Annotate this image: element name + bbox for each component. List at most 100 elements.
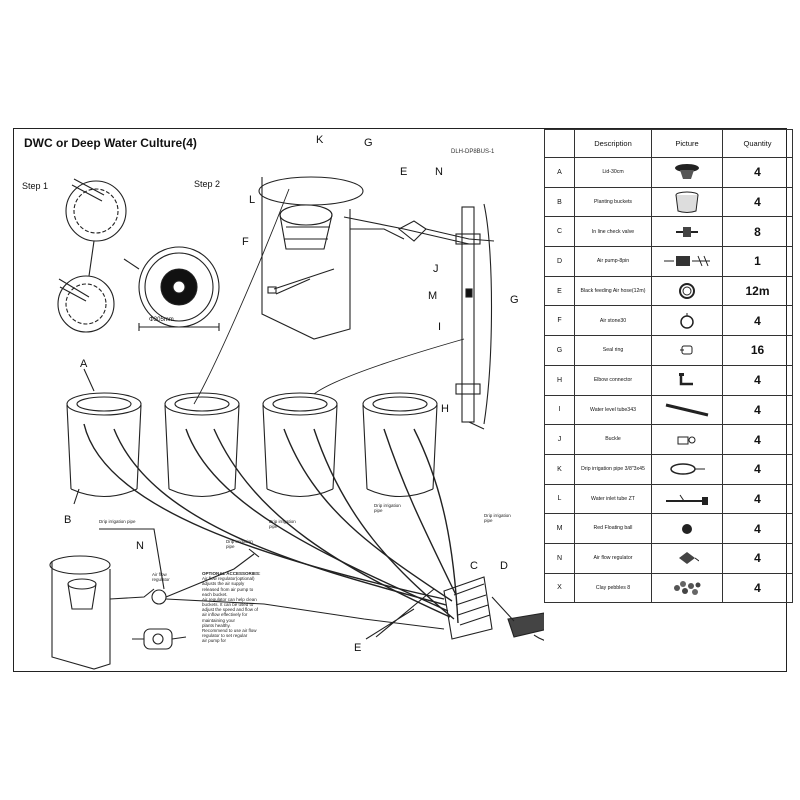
bucket-2 <box>164 392 240 497</box>
check-valve-icon <box>651 216 723 248</box>
table-row: L Water inlet tube ZT 4 <box>544 483 793 515</box>
row-letter: H <box>544 364 575 396</box>
row-quantity: 1 <box>722 246 793 277</box>
row-letter: F <box>544 305 575 337</box>
notes-line: adjusts the air supply <box>202 581 245 587</box>
row-letter: B <box>544 186 575 218</box>
callout-l: L <box>249 194 256 206</box>
annotation-drip-4: Drip irrigation pipe <box>484 513 511 524</box>
table-row: B Planting buckets 4 <box>544 186 793 218</box>
table-row: D Air pump-8pin 1 <box>544 246 793 277</box>
row-description: Red Floating ball <box>574 513 652 544</box>
row-description: Buckle <box>574 424 652 455</box>
row-quantity: 4 <box>722 424 793 455</box>
callout-k: K <box>316 134 324 146</box>
callout-n-top: N <box>435 166 443 178</box>
table-row: M Red Floating ball 4 <box>544 513 793 544</box>
water-level-assembly <box>455 203 493 430</box>
header-letter <box>544 129 575 158</box>
table-row: J Buckle 4 <box>544 424 793 455</box>
table-row: A Lid-30cm 4 <box>544 157 793 188</box>
callout-a: A <box>80 358 88 370</box>
table-row: K Drip irrigation pipe 3/8"3x45 4 <box>544 453 793 485</box>
table-row: H Elbow connector 4 <box>544 364 793 396</box>
callout-g-top: G <box>364 137 373 149</box>
step2-bucket <box>258 176 470 340</box>
notes-line: air pump for <box>202 638 227 644</box>
bucket-3 <box>262 392 338 497</box>
row-letter: C <box>544 216 575 248</box>
bucket-1 <box>66 392 142 497</box>
inlet-tube-icon <box>651 483 723 515</box>
callout-d: D <box>500 560 508 572</box>
row-quantity: 4 <box>722 483 793 515</box>
callout-m: M <box>428 290 438 302</box>
row-quantity: 4 <box>722 542 793 574</box>
bucket-4 <box>362 392 438 497</box>
bucket-icon <box>651 186 723 218</box>
callout-g-right: G <box>510 294 519 306</box>
table-row: I Water level tube343 4 <box>544 394 793 426</box>
row-letter: E <box>544 275 575 307</box>
notes-line: Air regulator can help clean <box>202 596 257 602</box>
model-code: DLH-DP8BUS-1 <box>451 149 495 155</box>
row-quantity: 4 <box>722 513 793 544</box>
callout-e-top: E <box>400 166 408 178</box>
callout-b: B <box>64 514 72 526</box>
row-description: Drip irrigation pipe 3/8"3x45 <box>574 453 652 485</box>
lid-icon <box>651 157 723 188</box>
callout-f: F <box>242 236 249 248</box>
notes-line: Recommend to use air flow <box>202 627 257 633</box>
row-description: Water inlet tube ZT <box>574 483 652 515</box>
step1-illustration <box>57 178 127 333</box>
row-letter: J <box>544 424 575 455</box>
row-quantity: 4 <box>722 394 793 426</box>
header-picture: Picture <box>651 129 723 158</box>
row-description: Seal ring <box>574 335 652 366</box>
notes-line: buckets. It can be used to <box>202 602 254 608</box>
air-stone-icon <box>651 305 723 337</box>
row-description: In line check valve <box>574 216 652 248</box>
flow-regulator-icon <box>651 542 723 574</box>
row-description: Elbow connector <box>574 364 652 396</box>
row-quantity: 4 <box>722 453 793 485</box>
row-description: Planting buckets <box>574 186 652 218</box>
table-row: E Black feeding Air hose(12m) 12m <box>544 275 793 307</box>
dimension-label: Φ305mm <box>149 317 174 323</box>
notes-line: adjust the speed and flow of <box>202 607 259 613</box>
header-quantity: Quantity <box>722 129 793 158</box>
optional-notes: OPTIONAL ACCESSORIES: Air flow regulator… <box>202 571 282 643</box>
air-pump-icon <box>651 246 723 277</box>
annotation-drip-2: Drip irrigation pipe <box>269 519 296 530</box>
callout-h: H <box>441 403 449 415</box>
instruction-sheet: DWC or Deep Water Culture(4) DLH-DP8BUS-… <box>13 128 793 672</box>
parts-table: Description Picture Quantity A Lid-30cm … <box>544 129 793 604</box>
step-2-label: Step 2 <box>194 179 221 189</box>
table-row: N Air flow regulator 4 <box>544 542 793 574</box>
row-quantity: 4 <box>722 305 793 337</box>
row-quantity: 4 <box>722 364 793 396</box>
row-description: Air flow regulator <box>574 542 652 574</box>
notes-line: plants healthy. <box>202 622 231 628</box>
manifold-check-valves <box>443 576 493 640</box>
optional-bucket <box>49 528 445 670</box>
callout-j: J <box>433 263 439 275</box>
notes-line: released from air pump to <box>202 586 254 592</box>
annotation-drip-5: Drip irrigation pipe <box>226 539 253 550</box>
notes-line: Air flow regulator(optional) <box>202 576 255 582</box>
elbow-connector-icon <box>651 364 723 396</box>
header-description: Description <box>574 129 652 158</box>
row-quantity: 8 <box>722 216 793 248</box>
row-description: Black feeding Air hose(12m) <box>574 275 652 307</box>
water-level-tube-icon <box>651 394 723 426</box>
row-description: Lid-30cm <box>574 157 652 188</box>
table-row: G Seal ring 16 <box>544 335 793 366</box>
table-row: F Air stone30 4 <box>544 305 793 337</box>
row-quantity: 12m <box>722 275 793 307</box>
row-letter: A <box>544 157 575 188</box>
row-description: Water level tube343 <box>574 394 652 426</box>
row-quantity: 4 <box>722 157 793 188</box>
row-quantity: 4 <box>722 186 793 218</box>
row-letter: D <box>544 246 575 277</box>
step-1-label: Step 1 <box>22 181 49 191</box>
